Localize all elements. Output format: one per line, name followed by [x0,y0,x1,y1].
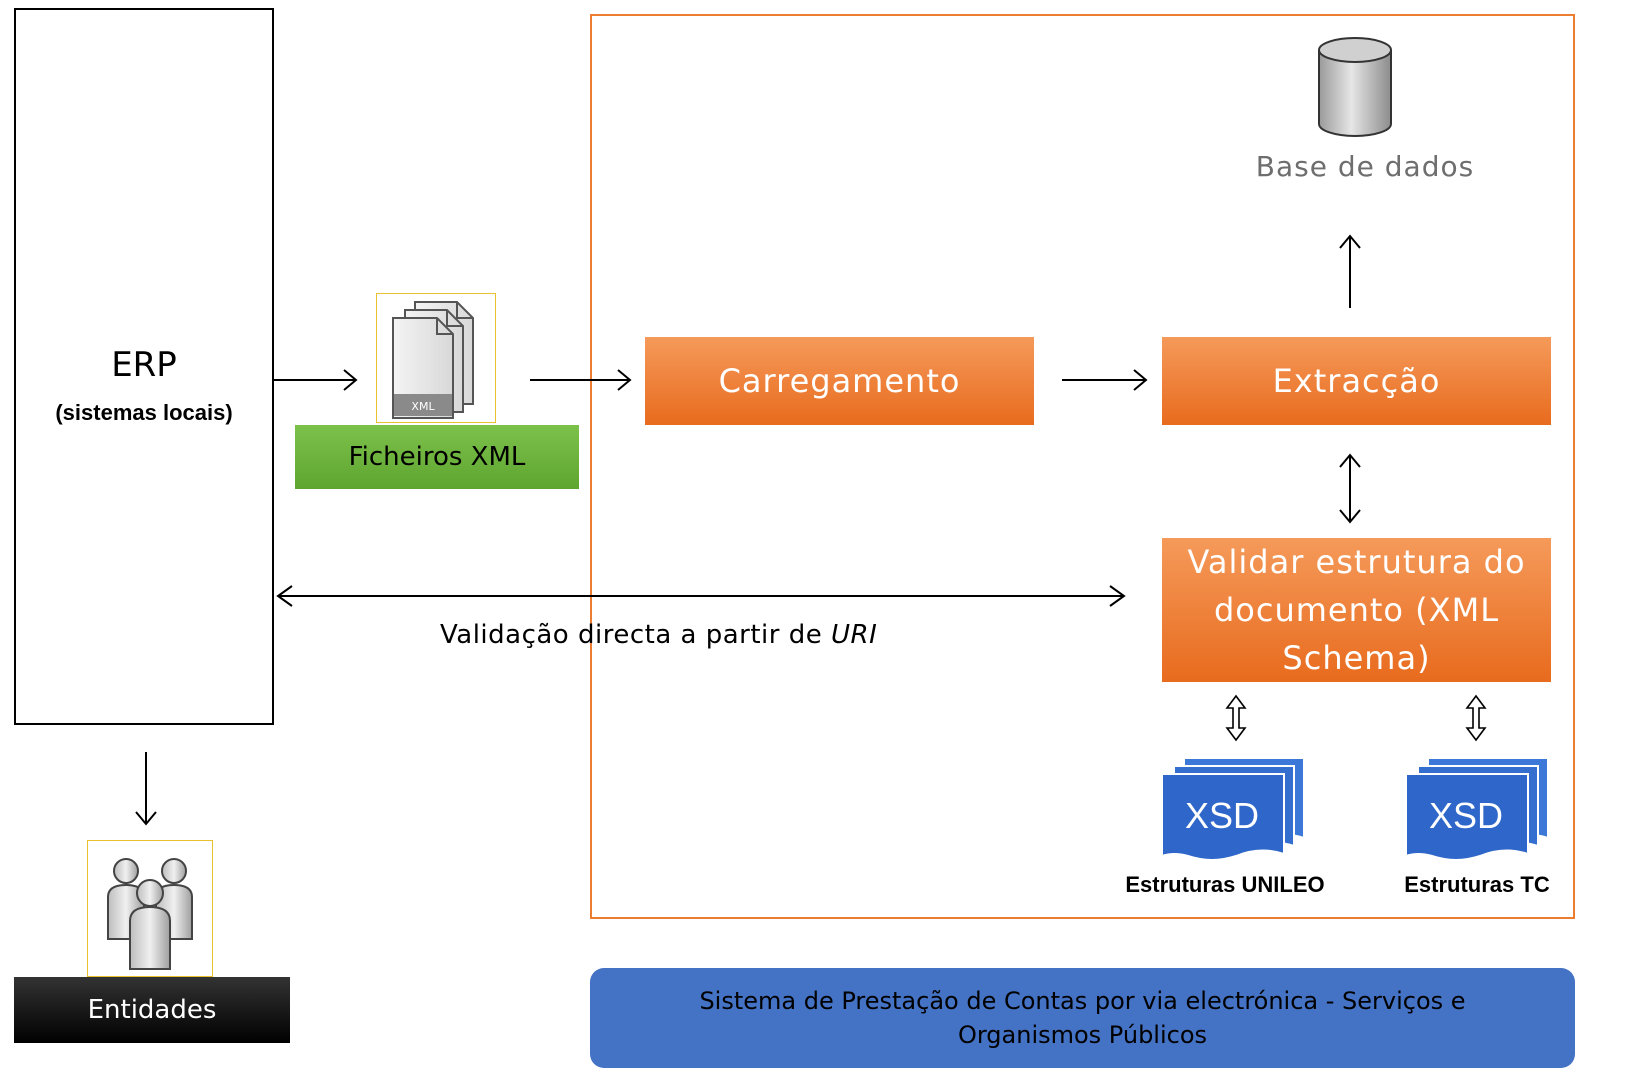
xsd-unileo-label: Estruturas UNILEO [1125,872,1325,897]
xsd-tc-label: Estruturas TC [1404,872,1550,897]
entities-label: Entidades [14,977,290,1043]
database-cylinder-icon [1318,37,1392,137]
system-banner: Sistema de Prestação de Contas por via e… [590,968,1575,1068]
validar-estrutura-box: Validar estrutura do documento (XML Sche… [1162,538,1551,682]
erp-title: ERP [111,345,177,385]
entities-icon-frame [87,840,213,977]
carregamento-box: Carregamento [645,337,1034,425]
xml-files-icon-frame: XML [376,293,496,423]
people-group-icon [107,858,193,970]
uri-validation-label-uri: URI [830,620,878,650]
database-label: Base de dados [1255,150,1475,183]
uri-validation-label-prefix: Validação directa a partir de [440,620,831,650]
erp-subtitle: (sistemas locais) [55,400,233,425]
xsd-unileo-icon: XSD [1161,757,1305,860]
arrow-erp-to-entities-head [135,811,157,826]
xml-files-icon: XML [392,301,474,419]
xsd-tc-icon-text: XSD [1429,795,1503,836]
arrow-erp-to-files-head [343,369,358,391]
xsd-unileo-icon-text: XSD [1185,795,1259,836]
extraccao-box: Extracção [1162,337,1551,425]
erp-box [14,8,274,725]
xml-files-label: Ficheiros XML [295,425,579,489]
uri-validation-label: Validação directa a partir de URI [440,620,877,650]
xsd-tc-icon: XSD [1405,757,1549,860]
arrow-erp-validar-head-left [276,585,293,607]
system-boundary-frame [590,14,1575,919]
xml-icon-caption: XML [411,400,435,413]
